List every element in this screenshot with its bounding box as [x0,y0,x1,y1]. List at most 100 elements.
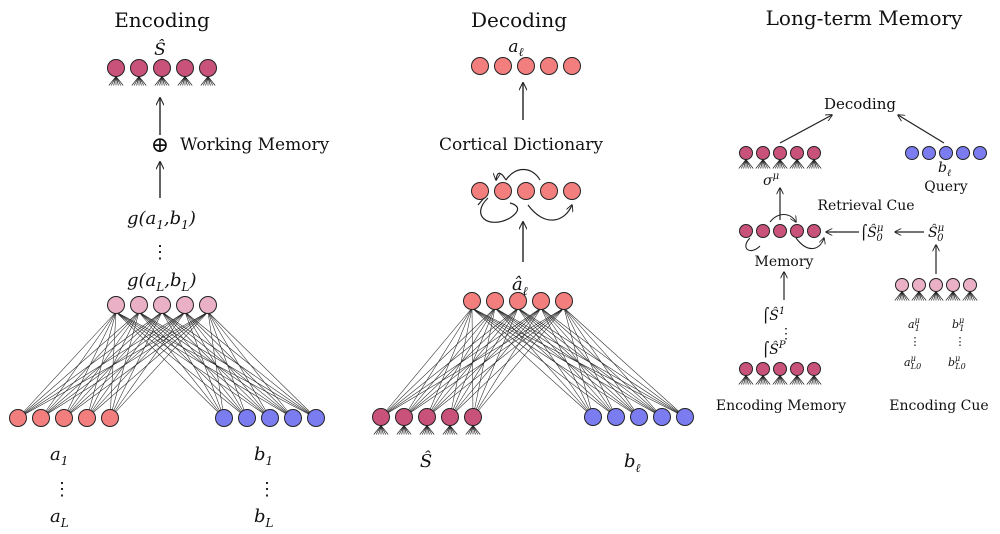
ltm-cue-whisker [962,291,971,301]
decoding-connection [472,307,496,418]
ltm-cue-whisker [969,291,978,301]
decoding-hat-node [555,292,573,310]
encoding-connection [115,311,271,419]
ltm-encoding-memory-node [807,362,821,376]
encoding-output-node [199,59,217,77]
encoding-connection [115,311,294,419]
input-a-last-label: aL [50,506,69,530]
decoding-hat-node [509,292,527,310]
decoding-connection [471,307,594,418]
ltm-cue-whisker [911,291,920,301]
encoding-output-whisker [159,76,163,86]
encoding-output-node [130,59,148,77]
ltm-cue-whisker [967,291,971,301]
ltm-sigma-whisker [777,159,781,169]
ltm-cue-node [963,278,977,292]
ltm-cue-whisker [935,291,939,301]
ltm-sigma-whisker [738,159,747,169]
ltm-sigma-node [807,146,821,160]
encoding-output-whisker [113,76,117,86]
ltm-encoding-memory-whisker [740,375,747,385]
encoding-input-a-node [78,409,96,427]
decoding-hat-node [463,292,481,310]
ltm-sigma-node [773,146,787,160]
decoding-input-s-whisker [449,425,453,435]
encoding-panel: Encoding Ŝ ⊕ Working Memory g(a1,b1) ⋮ g… [50,8,330,530]
ltm-cue-whisker [918,291,922,301]
encoding-output-whisker [177,76,186,86]
decoding-input-s-whisker [447,425,451,435]
encoding-output-whisker [179,76,186,86]
decoding-input-s-whisker [449,425,458,435]
encoding-pair-node [130,296,148,314]
ltm-encoding-memory-node [790,362,804,376]
ltm-query-node [939,146,953,160]
encoding-connection [161,311,317,419]
decoding-connection [471,307,640,418]
decoding-output-node [540,57,558,75]
ltm-sigma-whisker [745,159,754,169]
input-b-first-label: b1 [254,444,273,468]
decoding-input-s-whisker [465,425,474,435]
encoding-output-whisker [136,76,140,86]
ltm-encoding-memory-whisker [745,375,754,385]
ltm-cue-node [946,278,960,292]
encoding-output-whisker [115,76,119,86]
ltm-encoding-memory-whisker [745,375,749,385]
decoding-input-s-whisker [442,425,451,435]
ltm-cue-whisker [945,291,954,301]
decoding-input-s-whisker [398,425,405,435]
decoding-input-s-whisker [444,425,451,435]
dictionary-node [471,182,489,200]
ltm-encoding-memory-node [773,362,787,376]
ltm-encoding-memory-whisker [794,375,798,385]
decoding-connection [563,307,686,418]
ltm-query-label: Query [924,179,967,195]
neuron-whiskers [108,76,978,435]
encoding-input-a-node [55,409,73,427]
decoding-output-node [517,57,535,75]
ltm-sigma-node [756,146,770,160]
ltm-sigma-whisker [755,159,764,169]
memory-ellipsis: ⋮ [779,326,793,342]
ltm-encoding-memory-whisker [813,375,822,385]
decoding-input-s-label: Ŝ [420,449,432,472]
dictionary-arc-right [527,205,572,221]
decoding-connection [540,307,686,418]
decoding-connection [449,307,473,418]
memory-integral-p: ⌠ŜP [762,340,786,358]
encoding-output-whisker [131,76,140,86]
ltm-encoding-memory-whisker [762,375,766,385]
decoding-connection [472,307,519,418]
ltm-sigma-whisker [813,159,822,169]
decoding-panel: Decoding aℓ Cortical Dictionary âℓ Ŝ bℓ [420,8,641,475]
encoding-output-whisker [110,76,117,86]
ltm-cue-whisker [933,291,937,301]
input-b-ellipsis: ⋮ [258,479,276,500]
encoding-output-whisker [207,76,211,86]
ltm-sigma-whisker [796,159,800,169]
cue-b-ellipsis: ⋮ [955,335,966,348]
ltm-cue-whisker [969,291,973,301]
decoding-hat-label: âℓ [512,274,528,298]
decoding-input-s-whisker [419,425,428,435]
ltm-query-node [905,146,919,160]
encoding-output-whisker [202,76,209,86]
decoding-input-s-whisker [424,425,428,435]
ltm-sigma-whisker [779,159,783,169]
encoding-pair-node [153,296,171,314]
ltm-encoding-memory-whisker [789,375,798,385]
decoding-connection [403,307,473,418]
decoding-input-s-whisker [426,425,430,435]
ltm-sigma-whisker [772,159,781,169]
ltm-encoding-memory-whisker [791,375,798,385]
ltm-sigma-node [790,146,804,160]
working-memory-label: Working Memory [180,135,330,155]
decoding-input-s-whisker [375,425,382,435]
ltm-sigma-whisker [791,159,798,169]
dictionary-node [540,182,558,200]
